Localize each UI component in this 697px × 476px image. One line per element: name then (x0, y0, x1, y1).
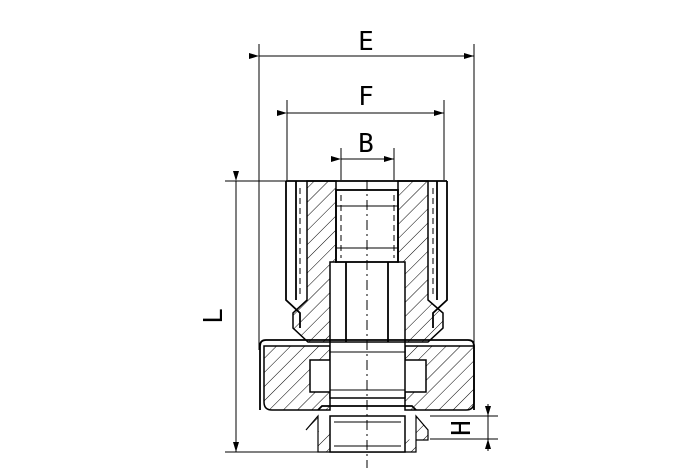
dimension-b-label: B (358, 129, 374, 159)
dimension-e-label: E (358, 27, 374, 57)
dimension-l: L (199, 171, 330, 453)
dimension-f-label: F (358, 82, 374, 112)
dimension-f: F (277, 82, 445, 180)
dimension-h: H (430, 404, 498, 451)
dimension-e: E (249, 27, 475, 350)
dimension-l-label: L (199, 308, 229, 324)
dimension-b: B (331, 129, 395, 180)
dimension-h-label: H (447, 420, 477, 436)
